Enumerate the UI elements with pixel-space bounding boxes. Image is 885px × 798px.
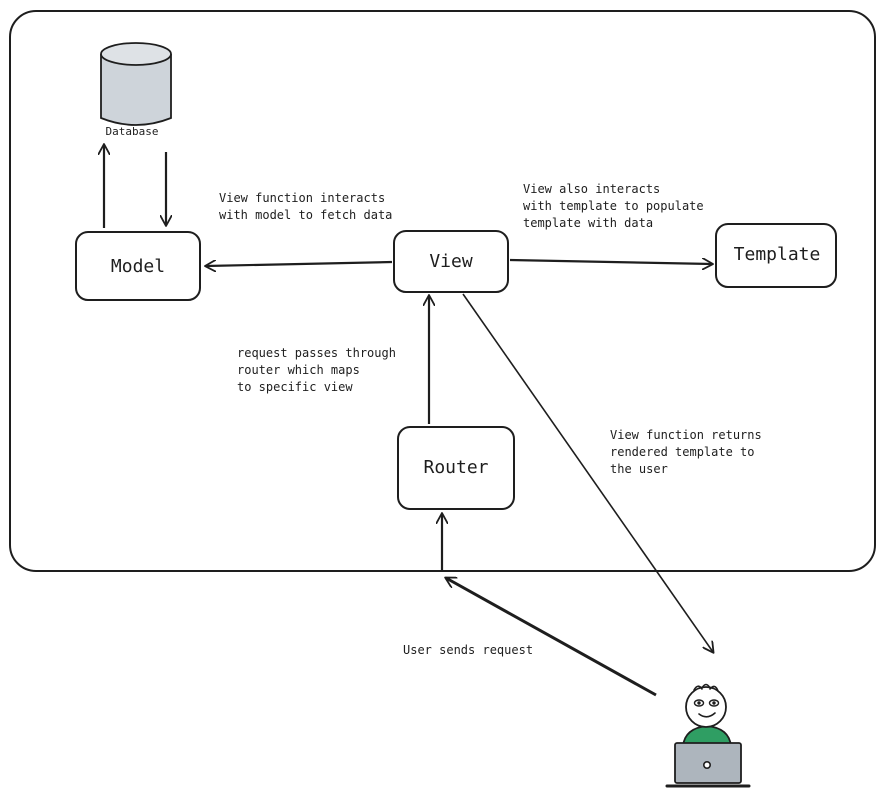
template-node: Template [715, 223, 837, 288]
arrow-view-to-template [509, 260, 712, 264]
arrow-view-to-user [462, 293, 713, 652]
note-line: rendered template to [610, 445, 755, 459]
view-node: View [393, 230, 509, 293]
template-label: Template [734, 244, 821, 265]
arrow-user-to-router [446, 578, 657, 697]
database-label: Database [106, 125, 159, 138]
note-view-returns: View function returns rendered template … [610, 428, 769, 476]
model-label: Model [111, 256, 165, 277]
note-line: User sends request [403, 643, 533, 657]
note-line: to specific view [237, 380, 353, 394]
note-line: router which maps [237, 363, 360, 377]
note-line: request passes through [237, 346, 396, 360]
note-template-interaction: View also interacts with template to pop… [523, 182, 711, 230]
note-line: with template to populate [523, 199, 704, 213]
note-line: View function returns [610, 428, 762, 442]
database-node: Database [100, 42, 172, 138]
note-model-interaction: View function interacts with model to fe… [219, 191, 392, 222]
note-line: View function interacts [219, 191, 385, 205]
model-node: Model [75, 231, 201, 301]
user-icon [665, 683, 751, 788]
note-line: template with data [523, 216, 653, 230]
view-label: View [429, 251, 473, 272]
router-node: Router [397, 426, 515, 510]
router-label: Router [423, 457, 488, 478]
note-line: View also interacts [523, 182, 660, 196]
note-line: the user [610, 462, 668, 476]
note-router-mapping: request passes through router which maps… [237, 346, 403, 394]
arrow-view-to-model [206, 262, 393, 266]
note-user-request: User sends request [403, 643, 533, 657]
note-line: with model to fetch data [219, 208, 392, 222]
